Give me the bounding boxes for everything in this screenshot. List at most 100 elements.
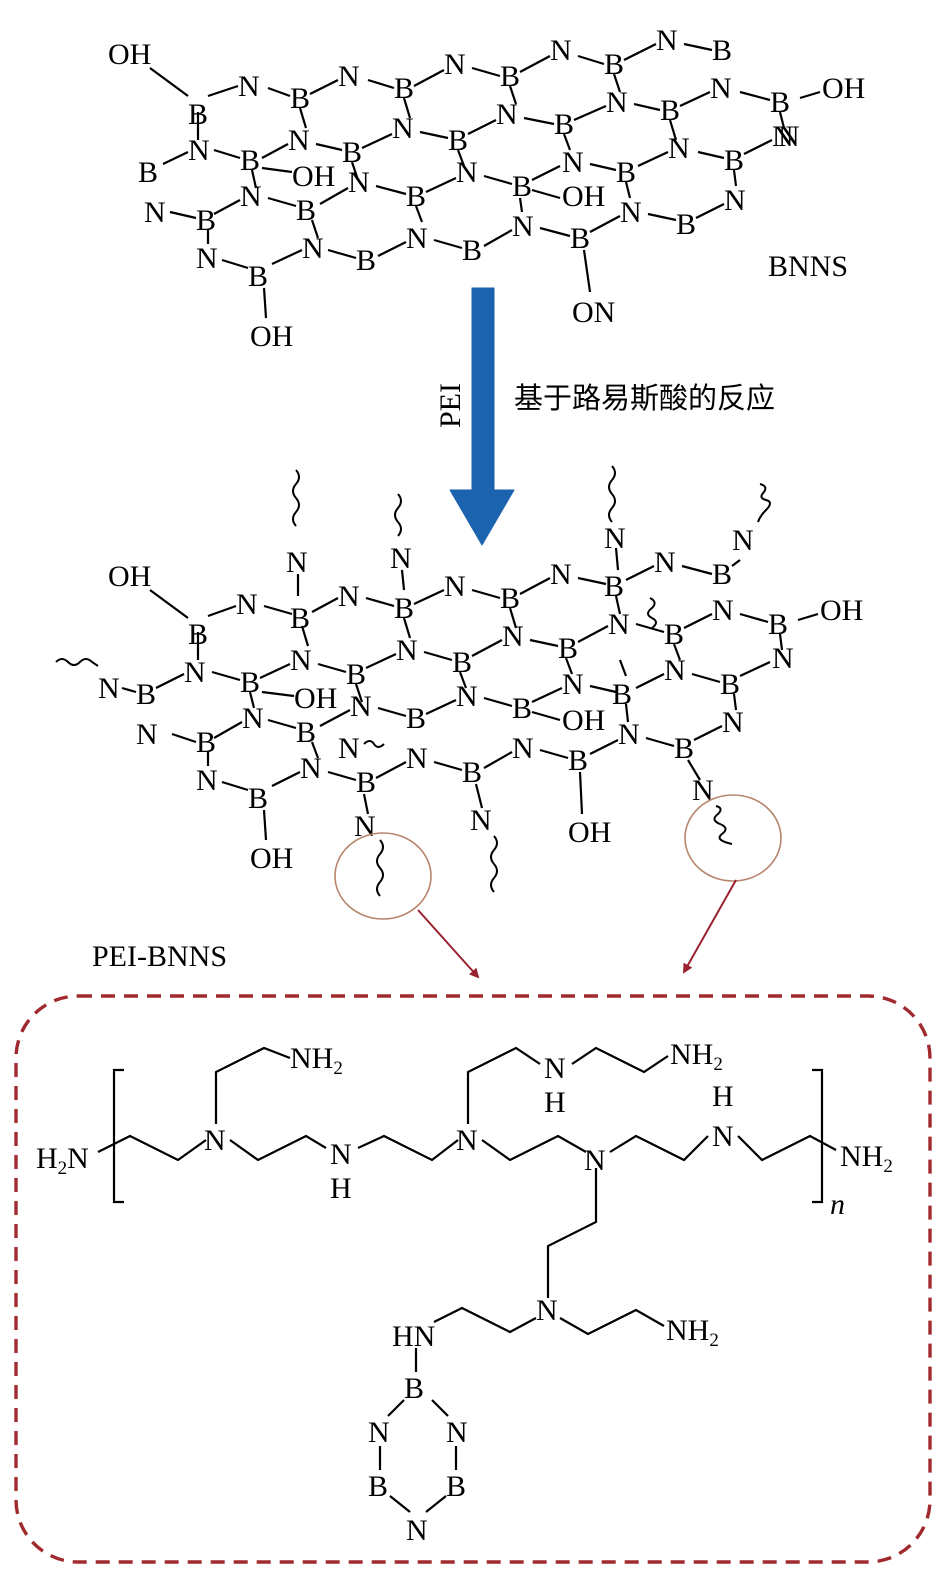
svg-text:B: B: [290, 82, 310, 115]
svg-text:B: B: [356, 244, 376, 277]
svg-text:N: N: [290, 644, 312, 677]
svg-text:N: N: [618, 718, 640, 751]
svg-text:N: N: [710, 72, 732, 105]
svg-text:B: B: [712, 558, 732, 591]
pei-structure-box: H2N N NH2 N H N N H NH2 N H N NH2 N NH2 …: [14, 994, 932, 1564]
svg-text:B: B: [446, 1470, 466, 1503]
svg-text:B: B: [604, 48, 624, 81]
svg-text:N: N: [544, 1052, 566, 1085]
svg-text:N: N: [724, 184, 746, 217]
reaction-arrow: [449, 287, 515, 546]
svg-text:OH: OH: [250, 320, 293, 353]
svg-text:N: N: [338, 732, 360, 765]
svg-text:N: N: [456, 156, 478, 189]
svg-text:N: N: [348, 166, 370, 199]
svg-text:B: B: [406, 702, 426, 735]
svg-text:OH: OH: [108, 38, 151, 71]
svg-text:N: N: [136, 718, 158, 751]
svg-text:N: N: [620, 196, 642, 229]
svg-text:OH: OH: [822, 72, 865, 105]
reaction-condition-label: 基于路易斯酸的反应: [514, 381, 775, 415]
svg-text:B: B: [768, 608, 788, 641]
svg-text:B: B: [462, 234, 482, 267]
svg-text:N: N: [368, 1416, 390, 1449]
svg-text:N: N: [196, 764, 218, 797]
svg-text:NH2: NH2: [666, 1314, 719, 1351]
svg-text:OH: OH: [294, 682, 337, 715]
svg-text:B: B: [188, 618, 208, 651]
svg-text:N: N: [444, 48, 466, 81]
svg-text:B: B: [724, 144, 744, 177]
svg-text:B: B: [712, 34, 732, 67]
svg-text:N: N: [300, 752, 322, 785]
svg-text:B: B: [604, 570, 624, 603]
svg-text:N: N: [456, 1124, 478, 1157]
svg-text:n: n: [830, 1188, 845, 1221]
svg-text:H2N: H2N: [36, 1142, 89, 1179]
svg-text:N: N: [778, 120, 800, 153]
pei-bnns-sheet: N N N N OH B N B N B N B N B N B N B N B…: [55, 465, 863, 979]
svg-text:B: B: [448, 124, 468, 157]
svg-text:B: B: [290, 602, 310, 635]
svg-text:B: B: [554, 108, 574, 141]
svg-text:N: N: [238, 70, 260, 103]
svg-text:B: B: [394, 592, 414, 625]
svg-text:B: B: [248, 260, 268, 293]
svg-text:B: B: [674, 732, 694, 765]
svg-text:B: B: [296, 716, 316, 749]
svg-text:N: N: [302, 232, 324, 265]
svg-text:N: N: [242, 702, 264, 735]
svg-text:N: N: [722, 706, 744, 739]
svg-text:N: N: [338, 580, 360, 613]
svg-text:OH: OH: [250, 842, 293, 875]
svg-text:B: B: [406, 180, 426, 213]
svg-text:B: B: [404, 1372, 424, 1405]
svg-text:N: N: [584, 1144, 606, 1177]
svg-text:N: N: [712, 594, 734, 627]
svg-text:B: B: [720, 668, 740, 701]
svg-text:B: B: [368, 1470, 388, 1503]
svg-text:B: B: [500, 582, 520, 615]
svg-text:B: B: [342, 136, 362, 169]
pei-bnns-label: PEI-BNNS: [92, 940, 227, 973]
svg-text:OH: OH: [562, 180, 605, 213]
svg-text:NH2: NH2: [670, 1038, 723, 1075]
svg-text:B: B: [356, 766, 376, 799]
svg-text:N: N: [604, 522, 626, 555]
svg-text:N: N: [98, 672, 120, 705]
svg-text:N: N: [608, 608, 630, 641]
svg-text:N: N: [456, 680, 478, 713]
svg-text:B: B: [512, 170, 532, 203]
svg-text:NH2: NH2: [290, 1042, 343, 1079]
svg-text:B: B: [616, 156, 636, 189]
svg-text:N: N: [396, 634, 418, 667]
svg-text:B: B: [346, 658, 366, 691]
svg-text:H: H: [330, 1172, 352, 1205]
svg-text:B: B: [660, 94, 680, 127]
svg-text:N: N: [406, 742, 428, 775]
svg-text:N: N: [470, 804, 492, 837]
svg-text:N: N: [654, 546, 676, 579]
svg-text:N: N: [502, 620, 524, 653]
svg-text:N: N: [196, 242, 218, 275]
svg-text:B: B: [196, 726, 216, 759]
svg-text:N: N: [406, 222, 428, 255]
svg-text:B: B: [500, 60, 520, 93]
svg-text:N: N: [406, 1514, 428, 1547]
svg-text:B: B: [568, 744, 588, 777]
svg-text:N: N: [144, 196, 166, 229]
svg-text:B: B: [612, 678, 632, 711]
svg-text:H: H: [544, 1086, 566, 1119]
svg-text:B: B: [296, 194, 316, 227]
svg-text:OH: OH: [562, 704, 605, 737]
highlight-circles: [334, 794, 782, 979]
svg-text:N: N: [772, 120, 794, 153]
svg-text:N: N: [664, 654, 686, 687]
svg-text:B: B: [138, 156, 158, 189]
svg-text:B: B: [240, 144, 260, 177]
svg-text:N: N: [512, 210, 534, 243]
svg-text:B: B: [462, 756, 482, 789]
svg-text:B: B: [570, 222, 590, 255]
svg-text:N: N: [606, 86, 628, 119]
svg-text:B: B: [676, 208, 696, 241]
